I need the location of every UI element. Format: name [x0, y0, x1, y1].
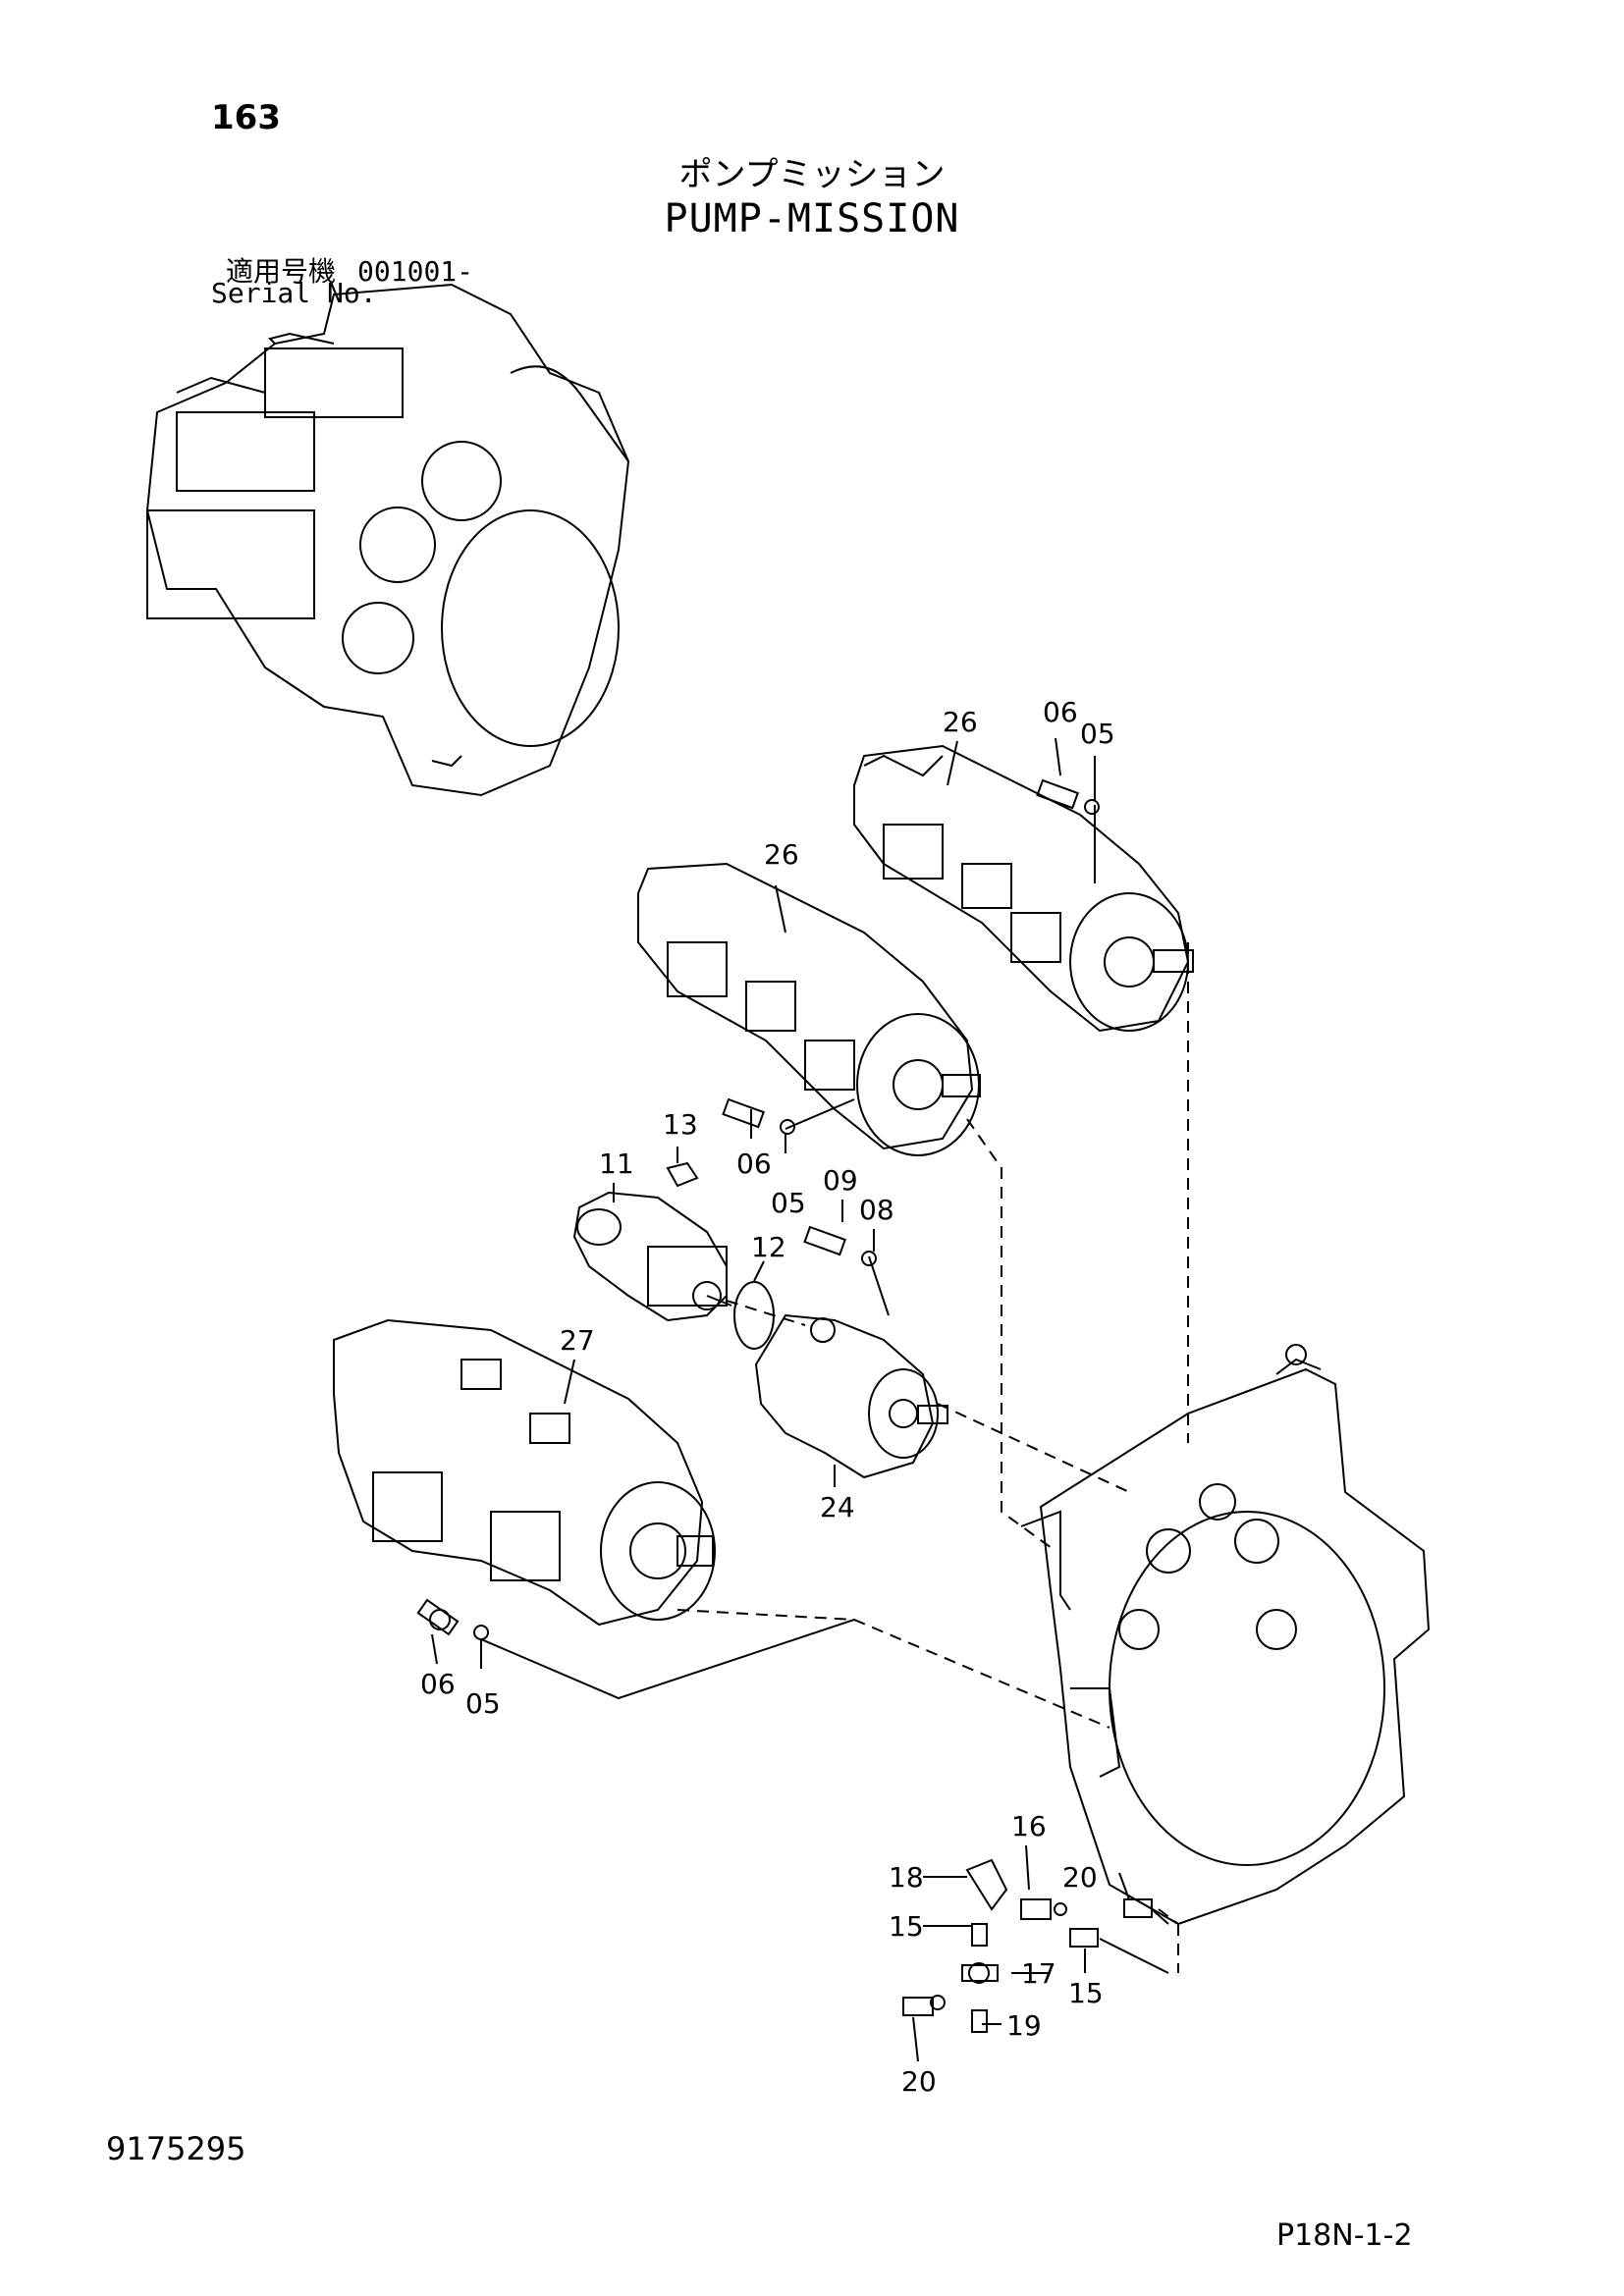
middle-pump-26: [637, 862, 981, 1156]
callout-labels: 26 06 05 26 13 11 06 05 09 08 12 27 24 0…: [420, 696, 1115, 2098]
callout-06-lower: 06: [420, 1668, 456, 1700]
callout-17: 17: [1021, 1957, 1056, 1990]
callout-12: 12: [751, 1231, 786, 1263]
callout-20-right: 20: [1062, 1861, 1098, 1894]
callout-15-right: 15: [1068, 1977, 1104, 2009]
bolts-and-washers: [416, 778, 1100, 1640]
callout-26-upper: 26: [943, 706, 978, 738]
page-code: P18N-1-2: [1276, 2218, 1413, 2253]
title-japanese: ポンプミッション: [678, 155, 946, 194]
overview-assembly-drawing: [145, 283, 630, 797]
callout-13: 13: [663, 1108, 698, 1141]
callout-06-upper: 06: [1043, 696, 1078, 728]
callout-06-middle: 06: [736, 1148, 772, 1180]
callout-05-lower: 05: [465, 1687, 501, 1720]
callout-05-middle: 05: [771, 1187, 806, 1219]
callout-08: 08: [859, 1194, 894, 1226]
callout-05-upper: 05: [1080, 718, 1115, 750]
callout-18: 18: [889, 1861, 924, 1894]
assembly-dashed-lines: [677, 942, 1189, 1973]
callout-09: 09: [823, 1164, 858, 1197]
page-number: 163: [211, 98, 281, 137]
main-pump-27: [333, 1318, 716, 1630]
callout-11: 11: [599, 1148, 634, 1180]
gear-pump-11: [572, 1191, 732, 1322]
pump-24: [754, 1313, 948, 1479]
title-english: PUMP-MISSION: [664, 196, 960, 241]
fittings-cluster: [902, 1858, 1153, 2033]
document-number: 9175295: [106, 2130, 246, 2167]
connection-lines: [480, 805, 1169, 1974]
callout-26-middle: 26: [764, 838, 799, 871]
callout-24: 24: [820, 1491, 855, 1523]
callout-16: 16: [1011, 1810, 1047, 1842]
upper-pump-26: [853, 744, 1194, 1033]
callout-27: 27: [560, 1324, 595, 1357]
callout-19: 19: [1006, 2009, 1042, 2042]
transmission-case: [1020, 1344, 1431, 1926]
serial-row-jp: 適用号機 001001-: [226, 250, 495, 290]
o-ring-12: [733, 1281, 775, 1350]
callout-15-left: 15: [889, 1910, 924, 1943]
serial-label-jp: 適用号機: [226, 255, 337, 288]
callout-20-lower: 20: [901, 2065, 937, 2098]
serial-value: 001001-: [357, 255, 474, 288]
leader-lines: [431, 737, 1130, 2062]
